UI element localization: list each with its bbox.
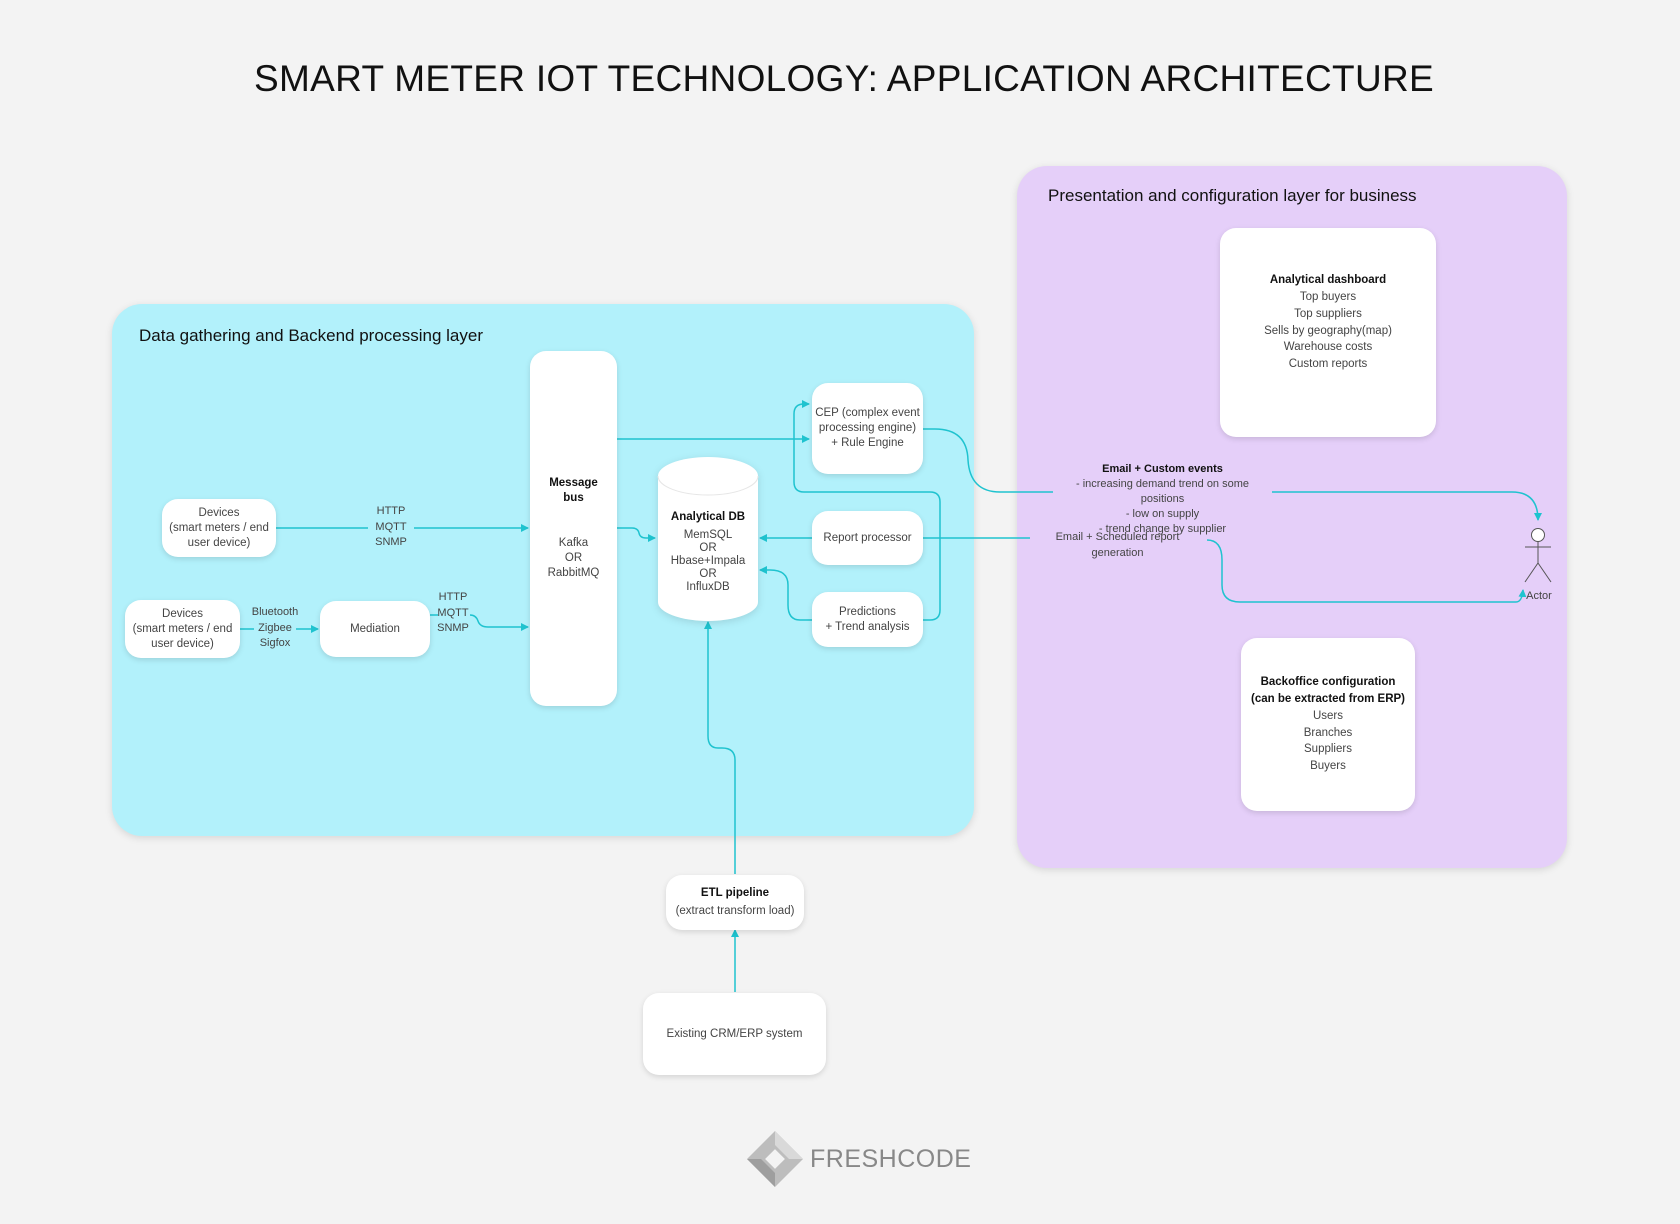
- protocol-mqtt: MQTT: [437, 606, 469, 619]
- dashboard-item: Custom reports: [1288, 358, 1368, 371]
- protocol-mqtt: MQTT: [375, 520, 407, 533]
- analytical-db-text: Analytical DB MemSQL OR Hbase+Impala OR …: [657, 510, 759, 610]
- etl-title: ETL pipeline: [700, 887, 770, 899]
- predictions-line: + Trend analysis: [825, 620, 910, 633]
- devices-1-line: (smart meters / end: [169, 521, 269, 534]
- devices-2-line: user device): [151, 637, 214, 650]
- cep-line: CEP (complex event: [815, 407, 920, 419]
- protocol-snmp: SNMP: [437, 622, 469, 634]
- wireless-zigbee: Zigbee: [258, 621, 292, 634]
- custom-event-item: - increasing demand trend on some positi…: [1075, 478, 1250, 505]
- db-option: OR: [699, 568, 717, 580]
- custom-event-item: - trend change by supplier: [1098, 523, 1227, 535]
- devices-node-1[interactable]: Devices (smart meters / end user device): [162, 499, 276, 557]
- backoffice-config-node[interactable]: Backoffice configuration (can be extract…: [1241, 638, 1415, 811]
- message-bus-option: Kafka: [558, 537, 589, 549]
- backoffice-item: Users: [1312, 709, 1344, 722]
- wireless-label: Bluetooth Zigbee Sigfox: [250, 605, 300, 652]
- freshcode-logo: FRESHCODE: [746, 1130, 971, 1188]
- db-option: MemSQL: [683, 529, 733, 541]
- protocols-label-1: HTTP MQTT SNMP: [368, 504, 414, 551]
- message-bus-title: Message: [549, 477, 598, 489]
- etl-pipeline-node[interactable]: ETL pipeline (extract transform load): [666, 875, 804, 930]
- backoffice-item: Branches: [1303, 726, 1353, 739]
- mediation-node[interactable]: Mediation: [320, 601, 430, 657]
- crm-label: Existing CRM/ERP system: [666, 1027, 803, 1040]
- protocol-http: HTTP: [376, 505, 406, 517]
- message-bus-option: RabbitMQ: [547, 567, 600, 579]
- analytical-dashboard-node[interactable]: Analytical dashboard Top buyers Top supp…: [1220, 228, 1436, 437]
- custom-event-item: - low on supply: [1125, 508, 1200, 520]
- message-bus-option: OR: [564, 552, 583, 564]
- presentation-layer-label: Presentation and configuration layer for…: [1048, 186, 1417, 205]
- report-processor-label: Report processor: [823, 531, 912, 544]
- protocol-http: HTTP: [438, 591, 468, 603]
- predictions-line: Predictions: [839, 605, 896, 618]
- scheduled-report-label: Email + Scheduled report generation: [1055, 531, 1180, 559]
- cylinder-icon: [657, 457, 759, 621]
- message-bus-title: bus: [563, 492, 584, 504]
- dashboard-item: Top buyers: [1299, 290, 1357, 303]
- db-option: Hbase+Impala: [670, 555, 746, 567]
- dashboard-title: Analytical dashboard: [1269, 274, 1387, 287]
- protocols-label-2: HTTP MQTT SNMP: [434, 590, 472, 637]
- actor-label: Actor: [1526, 590, 1552, 602]
- backoffice-item: Suppliers: [1304, 743, 1352, 756]
- devices-1-line: user device): [187, 536, 251, 549]
- devices-2-title: Devices: [162, 607, 203, 620]
- devices-2-line: (smart meters / end: [132, 622, 233, 635]
- custom-events-title: Email + Custom events: [1102, 463, 1223, 475]
- backoffice-title: Backoffice configuration: [1260, 676, 1396, 689]
- backoffice-title: (can be extracted from ERP): [1250, 692, 1405, 705]
- dashboard-item: Sells by geography(map): [1264, 324, 1392, 337]
- report-processor-node[interactable]: Report processor: [812, 511, 923, 565]
- analytical-db-title: Analytical DB: [670, 511, 746, 523]
- db-option: OR: [699, 542, 717, 554]
- freshcode-logo-icon: [747, 1131, 803, 1187]
- backoffice-item: Buyers: [1310, 760, 1346, 773]
- db-option: InfluxDB: [686, 581, 730, 593]
- protocol-snmp: SNMP: [375, 536, 407, 548]
- wireless-sigfox: Sigfox: [259, 637, 291, 649]
- backend-layer-label: Data gathering and Backend processing la…: [139, 326, 483, 345]
- predictions-node[interactable]: Predictions + Trend analysis: [812, 592, 923, 647]
- cep-line: + Rule Engine: [831, 437, 904, 449]
- devices-node-2[interactable]: Devices (smart meters / end user device): [125, 600, 240, 658]
- cep-line: processing engine): [818, 422, 917, 434]
- dashboard-item: Warehouse costs: [1283, 341, 1373, 354]
- analytical-db-node[interactable]: Analytical DB MemSQL OR Hbase+Impala OR …: [657, 456, 759, 622]
- dashboard-item: Top suppliers: [1294, 307, 1362, 320]
- message-bus-node[interactable]: Message bus Kafka OR RabbitMQ: [530, 351, 617, 706]
- page-title: SMART METER IOT TECHNOLOGY: APPLICATION …: [254, 58, 1434, 99]
- devices-1-title: Devices: [198, 506, 240, 519]
- wireless-bluetooth: Bluetooth: [251, 606, 299, 618]
- mediation-label: Mediation: [350, 622, 400, 635]
- cep-node[interactable]: CEP (complex event processing engine) + …: [812, 383, 923, 474]
- custom-events-label: Email + Custom events - increasing deman…: [1053, 462, 1272, 537]
- crm-erp-node[interactable]: Existing CRM/ERP system: [643, 993, 826, 1075]
- freshcode-logo-text: FRESHCODE: [810, 1144, 972, 1173]
- etl-subtitle: (extract transform load): [675, 905, 795, 917]
